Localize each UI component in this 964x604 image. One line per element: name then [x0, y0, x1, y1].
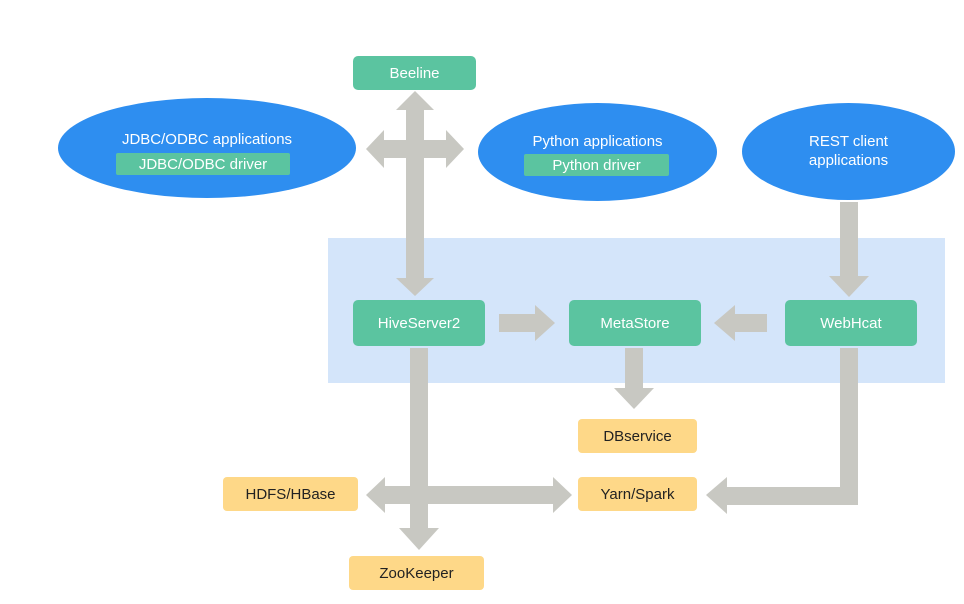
jdbc-arrowhead-left — [366, 130, 384, 168]
rest-client-applications-node: REST client applications — [742, 103, 955, 200]
webhcat-yarn-vertical-shaft — [840, 348, 858, 505]
zookeeper-arrowhead-down — [399, 528, 439, 550]
hiveserver2-node: HiveServer2 — [353, 300, 485, 346]
webhcat-node: WebHcat — [785, 300, 917, 346]
python-driver-label: Python driver — [524, 154, 669, 176]
dbservice-arrowhead-down — [614, 388, 654, 409]
dbservice-node: DBservice — [578, 419, 697, 453]
webhcat-arrowhead-down — [829, 276, 869, 297]
hdfs-yarn-shaft — [380, 486, 560, 504]
hdfs-arrowhead-left — [366, 477, 385, 513]
hdfs-hbase-node: HDFS/HBase — [223, 477, 358, 511]
beeline-node: Beeline — [353, 56, 476, 90]
metastore-arrowhead-left-in — [535, 305, 555, 341]
webhcat-metastore-shaft — [730, 314, 767, 332]
zookeeper-node: ZooKeeper — [349, 556, 484, 590]
python-applications-label: Python applications — [532, 133, 663, 150]
beeline-hiveserver-shaft — [406, 106, 424, 284]
python-arrowhead-right — [446, 130, 464, 168]
jdbc-odbc-applications-label: JDBC/ODBC applications — [121, 131, 293, 148]
jdbc-odbc-driver-label: JDBC/ODBC driver — [116, 153, 290, 175]
webhcat-yarn-horizontal-shaft — [722, 487, 858, 505]
hiveserver-metastore-shaft — [499, 314, 539, 332]
hiveserver-arrowhead-down — [396, 278, 434, 296]
metastore-node: MetaStore — [569, 300, 701, 346]
rest-client-applications-label: REST client applications — [808, 133, 889, 169]
yarn-arrowhead-right — [553, 477, 572, 513]
hiveserver-zookeeper-shaft — [410, 348, 428, 532]
yarn-spark-node: Yarn/Spark — [578, 477, 697, 511]
python-applications-node: Python applications Python driver — [478, 103, 717, 201]
beeline-arrowhead-up — [396, 91, 434, 110]
client-horizontal-shaft — [380, 140, 450, 158]
rest-webhcat-shaft — [840, 202, 858, 280]
metastore-dbservice-shaft — [625, 348, 643, 392]
jdbc-odbc-applications-node: JDBC/ODBC applications JDBC/ODBC driver — [58, 98, 356, 198]
yarn-arrowhead-left-in — [706, 477, 727, 514]
metastore-arrowhead-right-in — [714, 305, 735, 341]
